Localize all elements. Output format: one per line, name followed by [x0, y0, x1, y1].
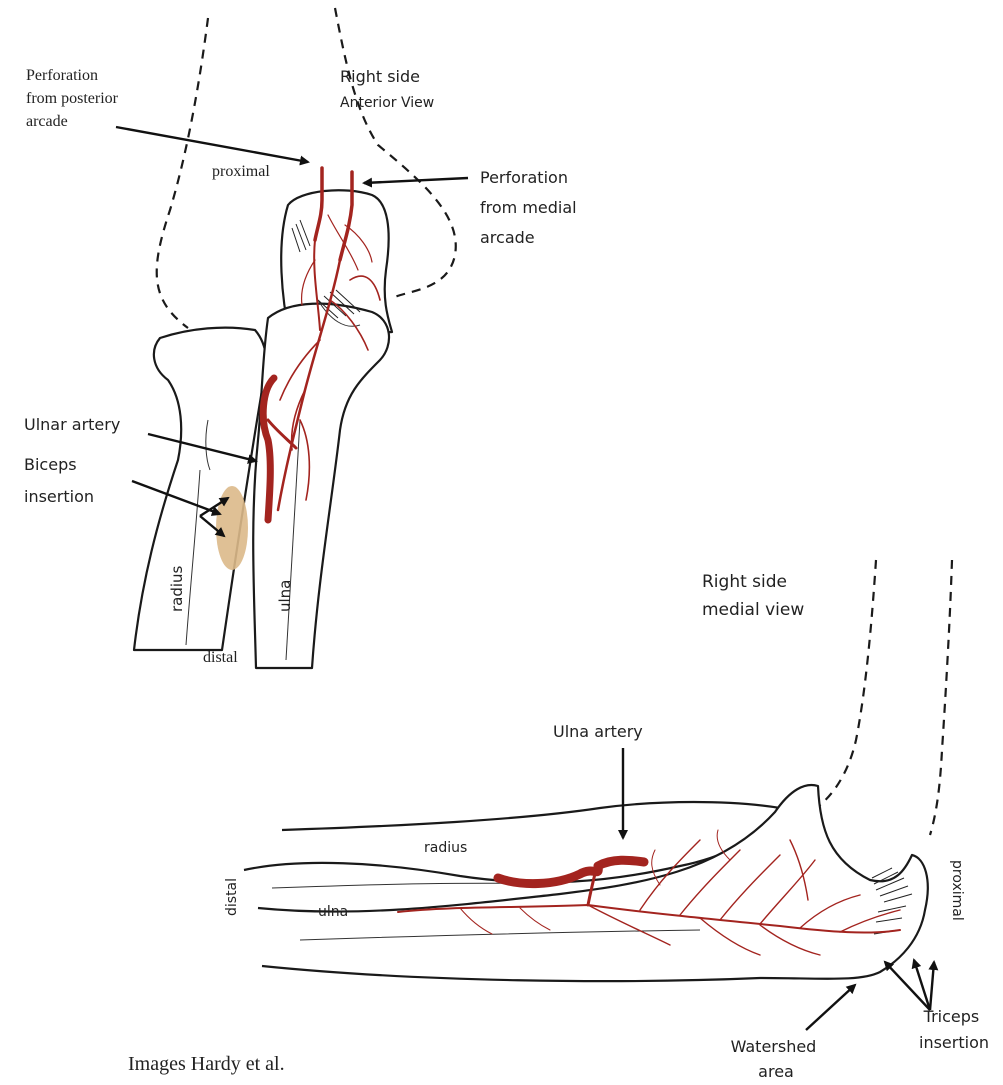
label-watershed-area: Watershed area	[731, 1037, 822, 1081]
label-distal-b: distal	[224, 878, 240, 916]
label-proximal-a: proximal	[212, 163, 270, 180]
label-distal-a: distal	[203, 649, 238, 666]
arrow-watershed-area	[806, 985, 855, 1030]
upper-arm-outline-left	[157, 18, 208, 328]
title-medial: Right side medial view	[702, 572, 804, 620]
title-anterior-line2: Anterior View	[340, 95, 434, 111]
label-ulna-b: ulna	[318, 904, 348, 920]
label-perforation-medial: Perforation from medial arcade	[480, 168, 582, 247]
upper-arm-outline-b-left	[820, 560, 876, 805]
arrow-triceps-3	[930, 962, 934, 1010]
label-radius-a: radius	[168, 565, 186, 612]
upper-arm-outline-b-right	[930, 560, 952, 835]
medial-view-figure: Right side medial view Ulna artery radiu…	[224, 560, 989, 1081]
label-proximal-b: proximal	[949, 860, 965, 921]
label-ulna-artery: Ulna artery	[553, 722, 643, 741]
biceps-insertion-area	[216, 486, 248, 570]
title-anterior-line1: Right side	[340, 67, 420, 86]
label-radius-b: radius	[424, 840, 467, 856]
label-ulna-a: ulna	[276, 580, 294, 612]
label-ulnar-artery: Ulnar artery	[24, 415, 120, 434]
label-biceps-insertion: Biceps insertion	[24, 455, 94, 506]
anterior-view-figure: Perforation from posterior arcade Right …	[24, 8, 582, 668]
image-credit: Images Hardy et al.	[128, 1053, 285, 1075]
arrow-perforation-posterior	[116, 127, 308, 162]
ulna-bone	[253, 304, 389, 668]
label-triceps-insertion: Triceps insertion	[919, 1007, 989, 1052]
label-perforation-posterior: Perforation from posterior arcade	[26, 67, 122, 130]
